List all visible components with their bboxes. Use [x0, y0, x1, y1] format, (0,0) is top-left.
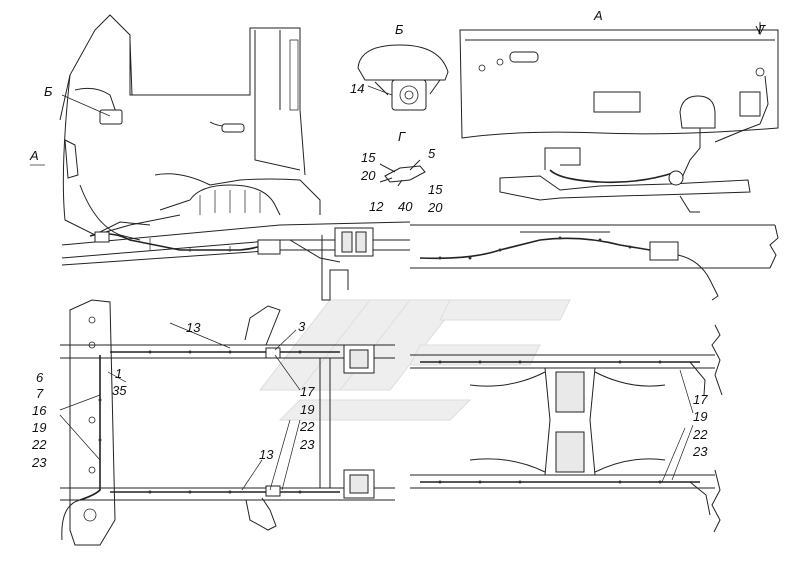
frame-plan-right — [410, 324, 723, 533]
label-left-22: 22 — [31, 437, 47, 452]
label-left-16: 16 — [32, 403, 47, 418]
label-mid-22: 22 — [299, 419, 315, 434]
label-right-23: 23 — [692, 444, 708, 459]
label-left-7: 7 — [36, 386, 44, 401]
label-detail-b-title: Б — [395, 22, 404, 37]
label-detail-g-20b: 20 — [427, 200, 443, 215]
label-detail-g-5: 5 — [428, 146, 436, 161]
label-detail-g-15: 15 — [361, 150, 376, 165]
label-right-19: 19 — [693, 409, 707, 424]
label-view-b-arrow: Б — [44, 84, 53, 99]
cab-side-view — [59, 14, 321, 241]
label-view-a-title: А — [593, 8, 603, 23]
label-mid-19: 19 — [300, 402, 314, 417]
label-detail-g-title: Г — [398, 129, 406, 144]
label-frame-13-bottom: 13 — [259, 447, 274, 462]
view-a-drawing — [459, 22, 779, 213]
label-frame-3: 3 — [298, 319, 306, 334]
label-right-22: 22 — [692, 427, 708, 442]
label-right-17: 17 — [693, 392, 708, 407]
label-view-a-arrow: А — [29, 148, 39, 163]
label-detail-g-20: 20 — [360, 168, 376, 183]
label-left-6: 6 — [36, 370, 44, 385]
label-left-1: 1 — [115, 366, 122, 381]
label-mid-17: 17 — [300, 384, 315, 399]
label-left-19: 19 — [32, 420, 46, 435]
callout-labels: Б А Б 14 Г 15 20 5 15 20 12 40 А Г 13 3 … — [29, 8, 766, 470]
label-detail-g-12: 12 — [369, 199, 384, 214]
label-detail-g-40: 40 — [398, 199, 413, 214]
frame-plan-left — [60, 299, 395, 546]
label-left-23: 23 — [31, 455, 47, 470]
chassis-side-view — [61, 221, 779, 301]
label-detail-b-14: 14 — [350, 81, 364, 96]
label-mid-23: 23 — [299, 437, 315, 452]
label-detail-g-15b: 15 — [428, 182, 443, 197]
label-left-35: 35 — [112, 383, 127, 398]
leader-lines — [30, 85, 694, 491]
label-view-a-g: Г — [758, 22, 766, 37]
label-frame-13-top: 13 — [186, 320, 201, 335]
detail-g-drawing — [379, 159, 426, 187]
detail-b-drawing — [357, 44, 449, 111]
